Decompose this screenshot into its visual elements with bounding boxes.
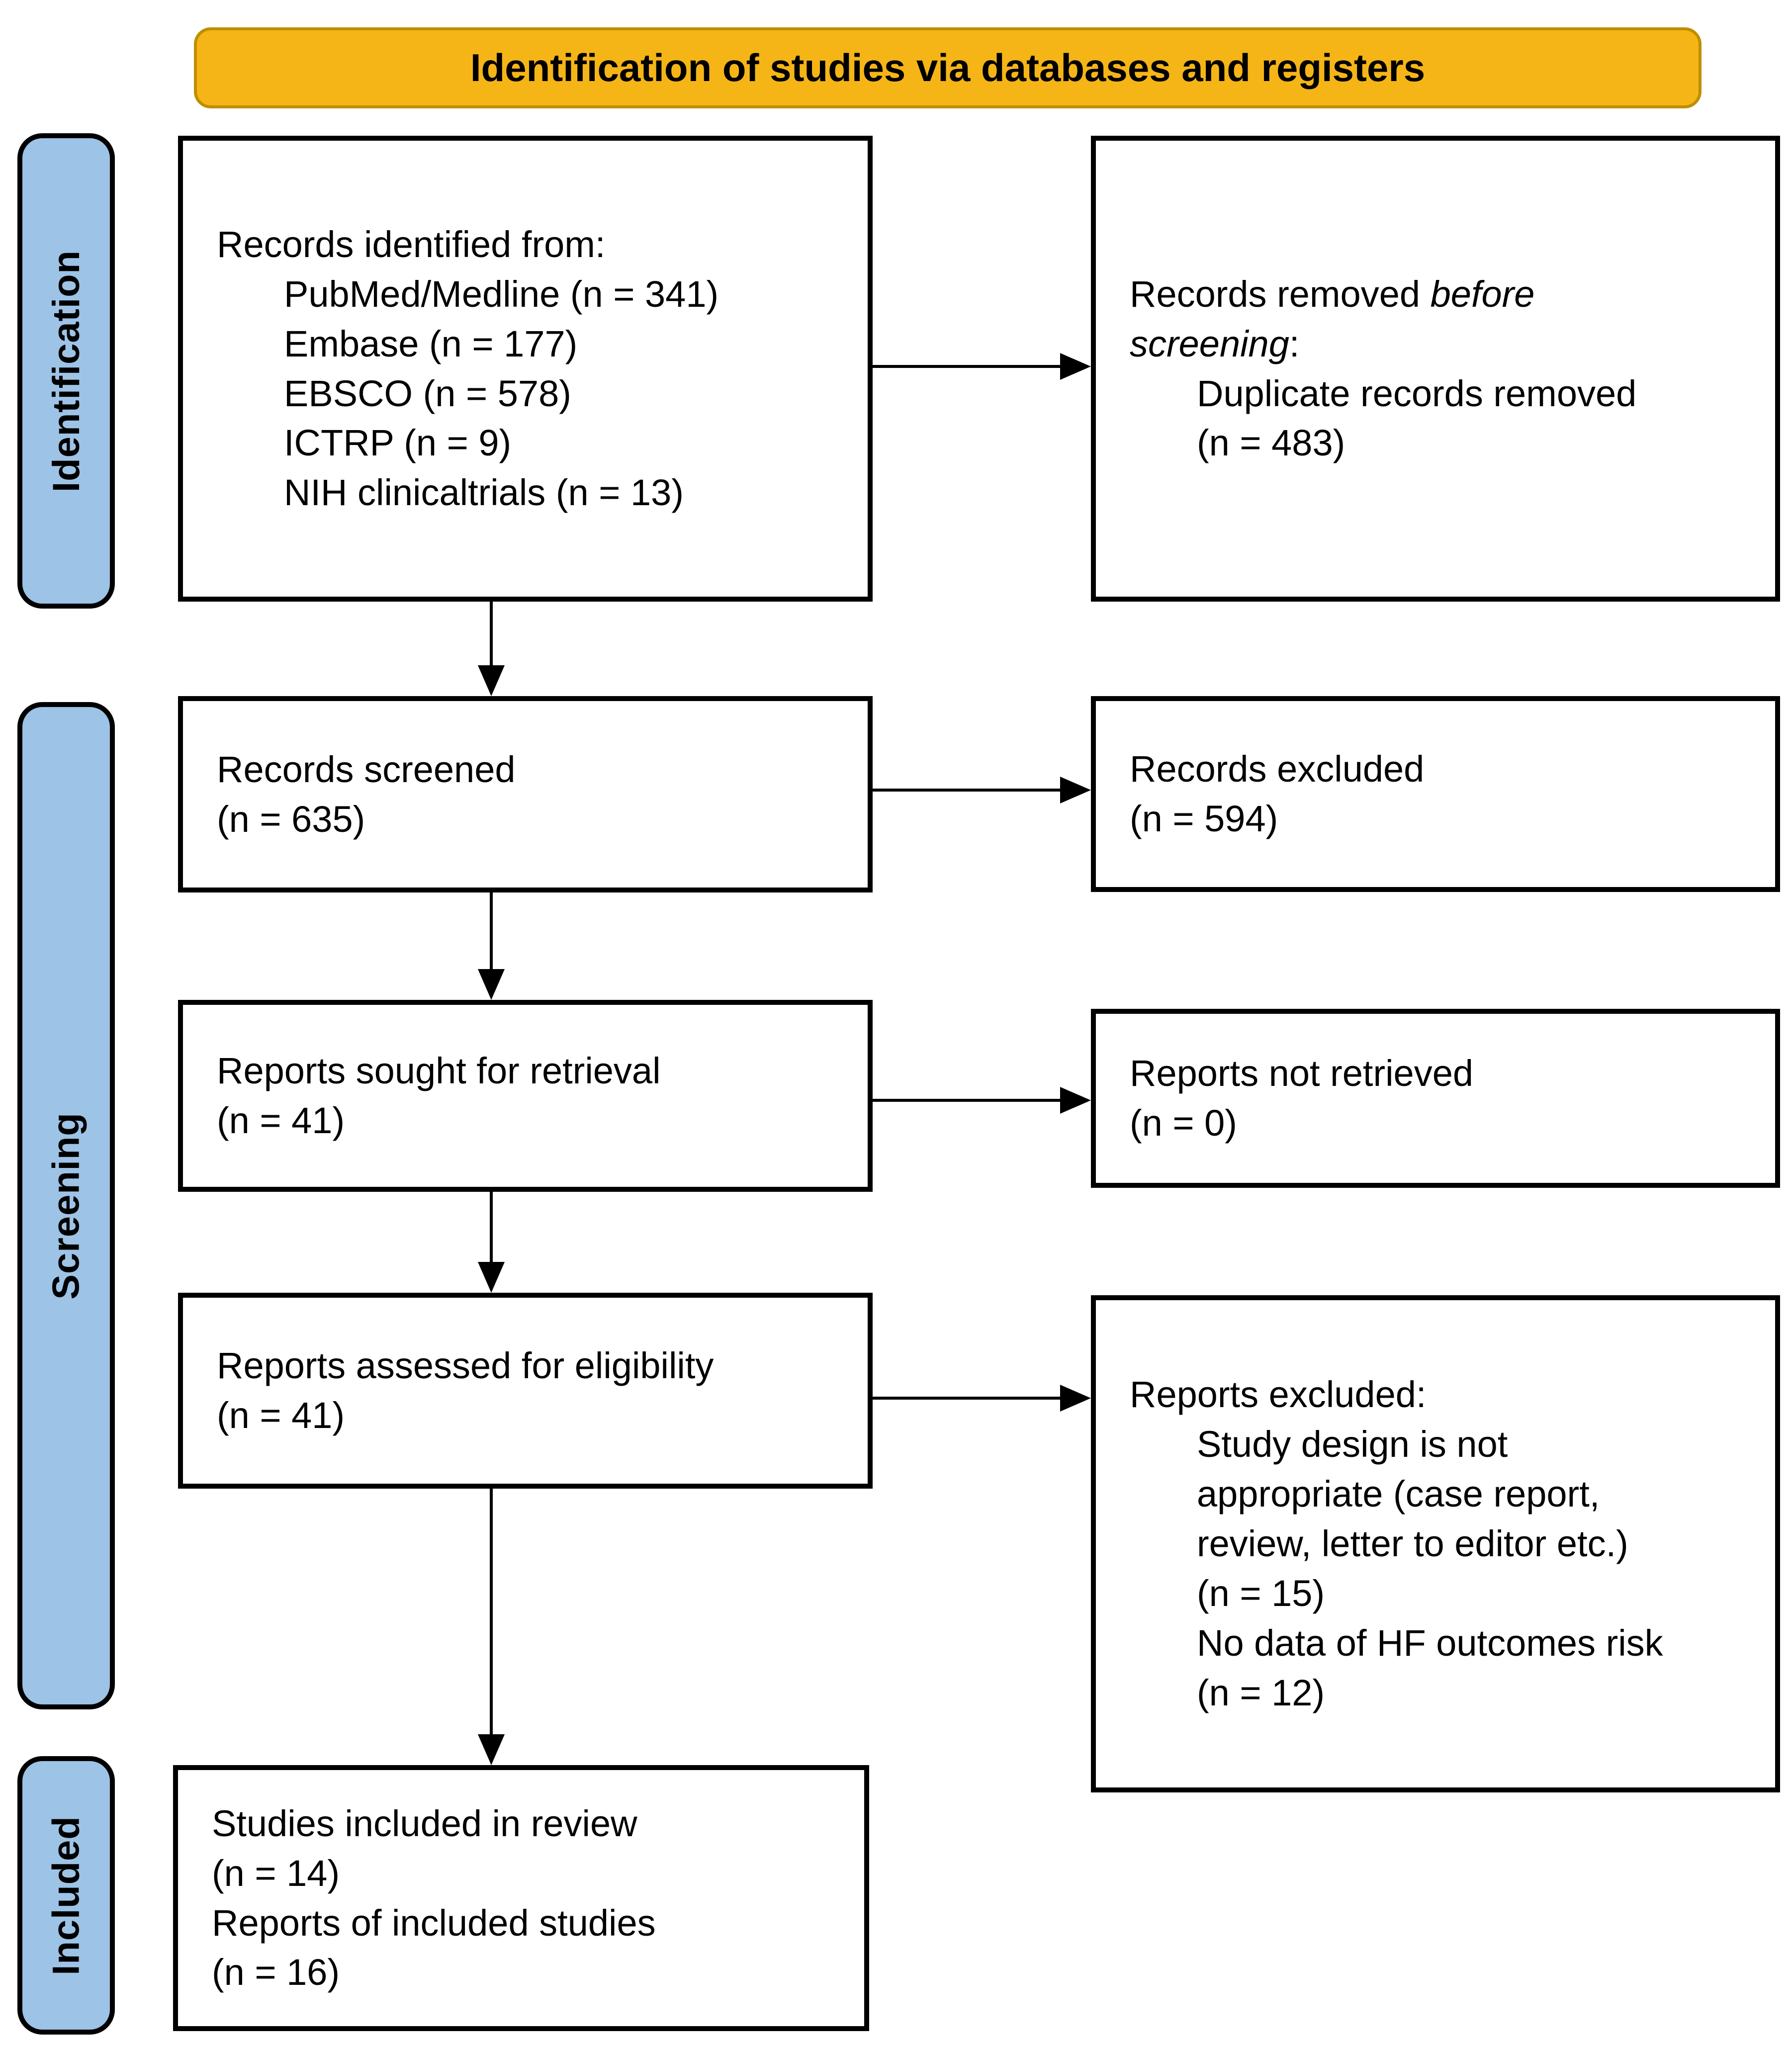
text-line: (n = 15)	[1197, 1572, 1325, 1614]
text-line: Reports assessed for eligibility	[217, 1345, 714, 1387]
text-line: Records excluded	[1130, 748, 1425, 790]
banner: Identification of studies via databases …	[194, 27, 1702, 108]
box-records-screened: Records screened (n = 635)	[178, 696, 873, 892]
text-line: Records identified from:	[217, 223, 606, 265]
stage-label-identification-text: Identification	[45, 250, 88, 492]
text-line: No data of HF outcomes risk	[1197, 1622, 1663, 1664]
stage-label-included-text: Included	[45, 1815, 88, 1975]
text-line: Records screened	[217, 748, 516, 790]
box-records-removed: Records removed before screening: Duplicat…	[1091, 136, 1780, 602]
banner-title: Identification of studies via databases …	[470, 46, 1426, 89]
text-line: (n = 0)	[1130, 1102, 1237, 1144]
text-line: Records removed before	[1130, 273, 1535, 315]
text-line: screening:	[1130, 323, 1300, 364]
stage-label-included: Included	[17, 1756, 115, 2035]
text-line: ICTRP (n = 9)	[284, 422, 512, 464]
text-line: Reports excluded:	[1130, 1374, 1427, 1416]
box-records-identified: Records identified from: PubMed/Medline (…	[178, 136, 873, 602]
box-reports-sought: Reports sought for retrieval (n = 41)	[178, 1000, 873, 1192]
text-line: Duplicate records removed	[1197, 372, 1637, 414]
text-line: Study design is not	[1197, 1424, 1508, 1465]
stage-label-screening-text: Screening	[45, 1112, 88, 1300]
text-line: (n = 12)	[1197, 1672, 1325, 1713]
stage-label-identification: Identification	[17, 133, 115, 609]
text-line: (n = 635)	[217, 798, 365, 840]
text-line: (n = 14)	[212, 1852, 340, 1894]
box-studies-included: Studies included in review (n = 14) Report…	[173, 1765, 869, 2031]
text-line: NIH clinicaltrials (n = 13)	[284, 472, 684, 514]
text-line: Reports of included studies	[212, 1902, 656, 1944]
text-line: Reports not retrieved	[1130, 1053, 1474, 1094]
stage-label-screening: Screening	[17, 702, 115, 1709]
text-line: (n = 41)	[217, 1100, 345, 1141]
text-line: (n = 16)	[212, 1952, 340, 1993]
text-line: (n = 41)	[217, 1395, 345, 1436]
box-records-excluded: Records excluded (n = 594)	[1091, 696, 1780, 892]
text-line: (n = 594)	[1130, 798, 1278, 839]
text-line: review, letter to editor etc.)	[1197, 1523, 1628, 1565]
box-reports-not-retrieved: Reports not retrieved (n = 0)	[1091, 1009, 1780, 1188]
text-line: Reports sought for retrieval	[217, 1050, 661, 1092]
text-line: Embase (n = 177)	[284, 323, 578, 364]
box-reports-excluded: Reports excluded: Study design is not appr…	[1091, 1295, 1780, 1792]
text-line: PubMed/Medline (n = 341)	[284, 273, 719, 315]
text-line: EBSCO (n = 578)	[284, 372, 571, 414]
text-line: appropriate (case report,	[1197, 1473, 1600, 1515]
text-line: (n = 483)	[1197, 422, 1345, 464]
text-line: Studies included in review	[212, 1802, 637, 1844]
box-reports-assessed: Reports assessed for eligibility (n = 41)	[178, 1293, 873, 1489]
